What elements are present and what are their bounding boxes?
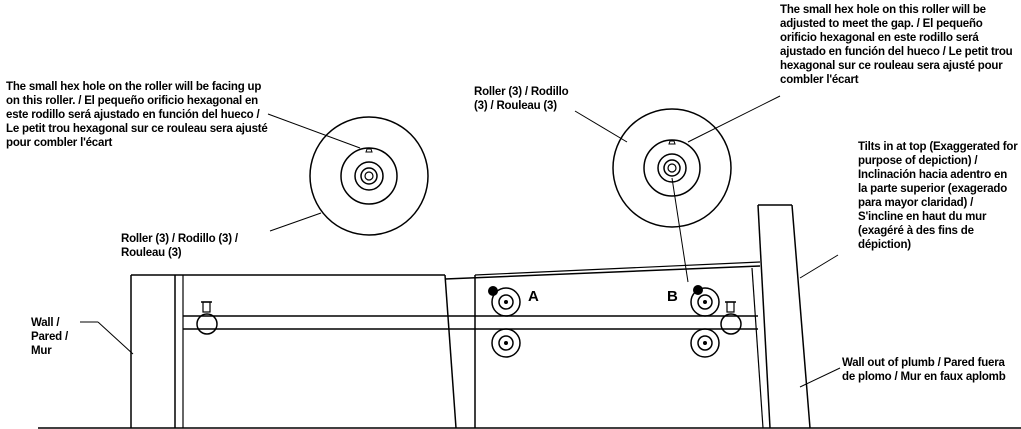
contact-point-b xyxy=(693,285,703,295)
leader-lines xyxy=(80,95,841,388)
roller-left-label: Roller (3) / Rodillo (3) / Rouleau (3) xyxy=(121,233,238,259)
hex-hole-right-note: The small hex hole on this roller will b… xyxy=(780,4,1013,86)
rod-bracket-left xyxy=(196,301,218,335)
roller-right-label: Roller (3) / Rodillo (3) / Rouleau (3) xyxy=(474,86,569,112)
support-rod xyxy=(183,315,758,330)
large-roller-right xyxy=(612,108,732,228)
point-a-label: A xyxy=(528,288,539,305)
wall-label: Wall / Pared / Mur xyxy=(31,317,68,357)
center-post xyxy=(444,274,476,429)
small-roller-b-bottom xyxy=(690,328,720,358)
point-b-label: B xyxy=(667,288,678,305)
large-roller-left xyxy=(309,116,429,236)
wall-plumb-note: Wall out of plumb / Pared fuera de plomo… xyxy=(842,357,1006,383)
rod-bracket-right xyxy=(720,301,742,335)
hex-hole-left-note: The small hex hole on the roller will be… xyxy=(6,81,268,149)
right-wall xyxy=(751,204,811,429)
tilts-note: Tilts in at top (Exaggerated for purpose… xyxy=(858,141,1018,251)
top-rail xyxy=(131,261,761,280)
small-roller-a-top xyxy=(491,287,521,317)
small-roller-b-top xyxy=(690,287,720,317)
contact-point-a xyxy=(488,286,498,296)
small-roller-a-bottom xyxy=(491,328,521,358)
left-wall xyxy=(130,275,184,428)
